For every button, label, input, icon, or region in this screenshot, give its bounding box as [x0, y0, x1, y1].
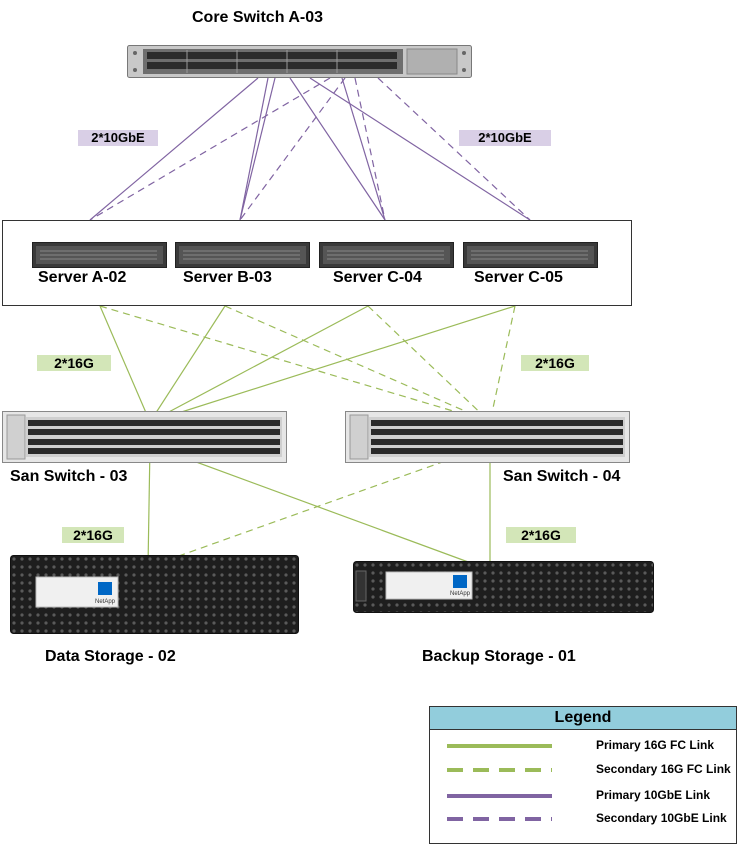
primary-16g-fc-link	[147, 444, 151, 568]
link-capacity-tag: 2*10GbE	[459, 130, 551, 146]
legend-item: Secondary 10GbE Link	[430, 809, 736, 829]
storage-label: Data Storage - 02	[45, 648, 176, 665]
secondary-10gbe-link	[239, 77, 346, 221]
link-capacity-tag: 2*16G	[62, 527, 124, 543]
server-label: Server A-02	[38, 269, 127, 286]
netapp-brand: NetApp	[95, 599, 116, 605]
server-icon	[32, 242, 167, 268]
server-label: Server C-04	[333, 269, 422, 286]
legend-title: Legend	[430, 707, 736, 730]
secondary-16g-fc-link	[367, 305, 491, 423]
secondary-10gbe-link	[377, 77, 531, 221]
link-capacity-tag: 2*16G	[506, 527, 576, 543]
primary-16g-fc-link	[149, 305, 516, 423]
legend-item-label: Primary 10GbE Link	[596, 788, 711, 802]
primary-16g-fc-link	[99, 305, 151, 423]
primary-10gbe-link	[239, 77, 276, 221]
primary-16g-fc-link	[149, 305, 369, 423]
legend-item-label: Secondary 16G FC Link	[596, 762, 731, 776]
server-icon	[319, 242, 454, 268]
secondary-16g-fc-link	[224, 305, 491, 423]
core-switch-icon	[127, 45, 472, 78]
storage-label: Backup Storage - 01	[422, 648, 576, 665]
core-switch-label: Core Switch A-03	[192, 9, 323, 26]
legend-item: Primary 10GbE Link	[430, 786, 736, 806]
legend-box: Legend Primary 16G FC Link Secondary 16G…	[429, 706, 737, 844]
secondary-16g-fc-link	[147, 444, 491, 568]
primary-10gbe-link	[341, 77, 386, 221]
san-switch-icon	[2, 411, 287, 463]
primary-fc-legend-line	[447, 744, 552, 748]
legend-item-label: Primary 16G FC Link	[596, 738, 715, 752]
primary-16g-fc-link	[149, 305, 226, 423]
secondary-fc-legend-line	[447, 768, 552, 772]
netapp-brand: NetApp	[450, 591, 471, 597]
legend-item-label: Secondary 10GbE Link	[596, 811, 727, 825]
secondary-10gbe-legend-line	[447, 817, 552, 821]
server-label: Server B-03	[183, 269, 272, 286]
primary-10gbe-link	[289, 77, 386, 221]
primary-10gbe-link	[309, 77, 531, 221]
link-capacity-tag: 2*16G	[37, 355, 111, 371]
secondary-10gbe-link	[89, 77, 331, 221]
secondary-16g-fc-link	[99, 305, 491, 423]
server-icon	[463, 242, 598, 268]
san-switch-label: San Switch - 03	[10, 468, 128, 485]
san-switch-label: San Switch - 04	[503, 468, 621, 485]
legend-item: Secondary 16G FC Link	[430, 760, 736, 780]
primary-16g-fc-link	[149, 444, 491, 571]
secondary-16g-fc-link	[489, 305, 516, 423]
link-capacity-tag: 2*16G	[521, 355, 589, 371]
link-capacity-tag: 2*10GbE	[78, 130, 158, 146]
legend-item: Primary 16G FC Link	[430, 736, 736, 756]
server-label: Server C-05	[474, 269, 563, 286]
san-switch-icon	[345, 411, 630, 463]
secondary-10gbe-link	[354, 77, 386, 221]
primary-10gbe-legend-line	[447, 794, 552, 798]
primary-10gbe-link	[239, 77, 269, 221]
primary-10gbe-link	[89, 77, 259, 221]
data-storage-icon: NetApp	[10, 555, 299, 634]
server-icon	[175, 242, 310, 268]
backup-storage-icon: NetApp	[353, 561, 654, 613]
